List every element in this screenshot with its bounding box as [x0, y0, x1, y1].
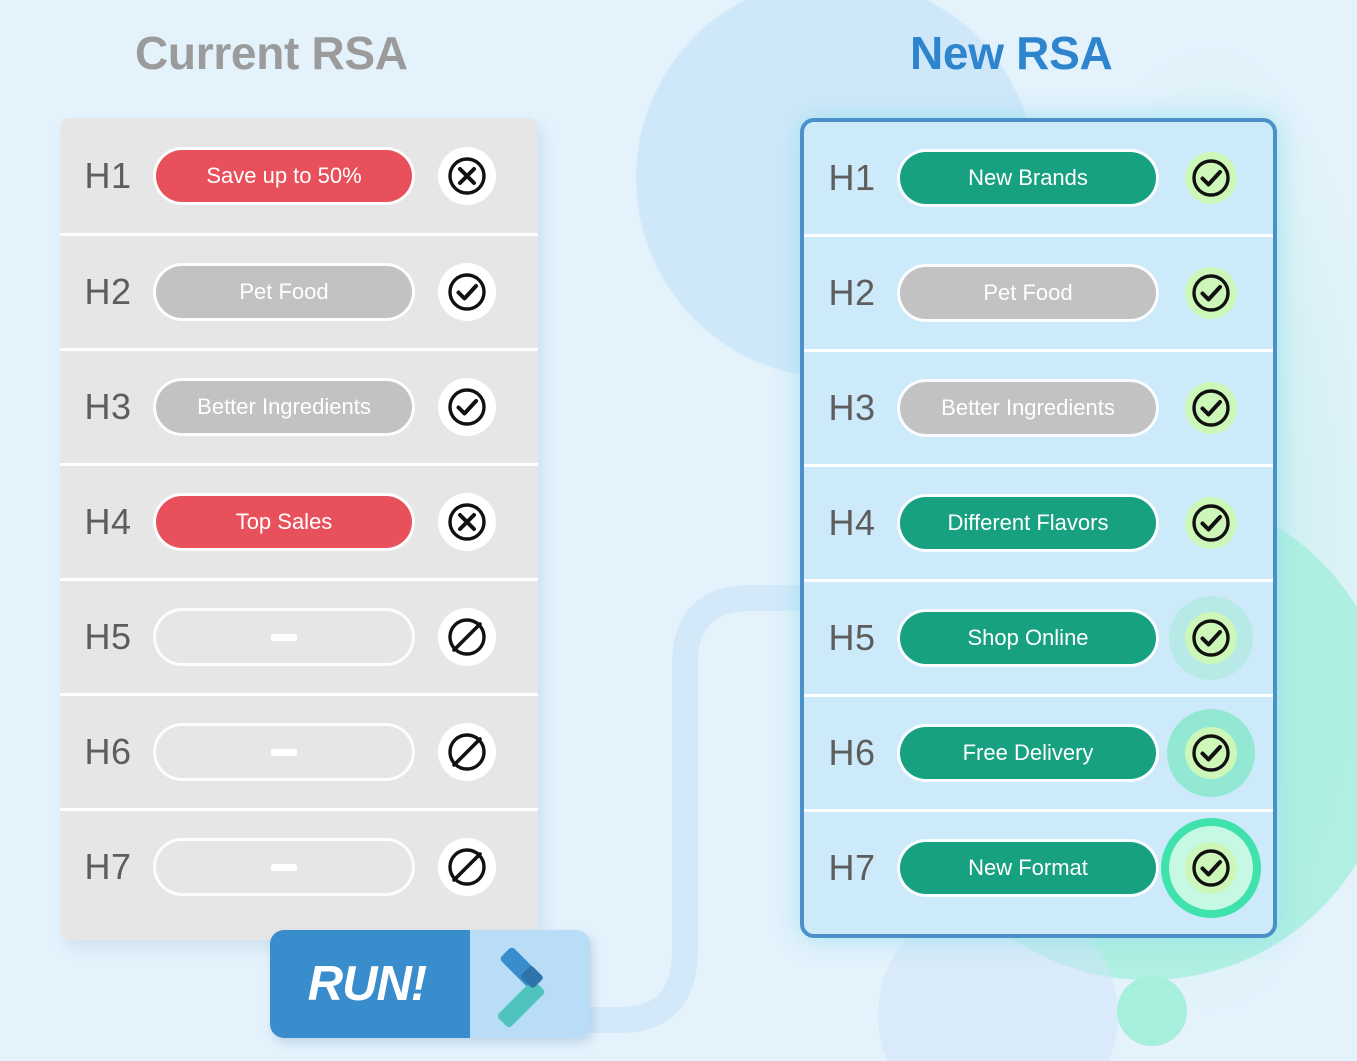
headline-pill[interactable]: — [156, 611, 412, 663]
status-indicator[interactable] [438, 493, 496, 551]
status-indicator[interactable] [1182, 609, 1240, 667]
headline-row: H2 Pet Food [60, 233, 538, 348]
status-indicator[interactable] [438, 608, 496, 666]
circle-check-icon [1192, 734, 1230, 772]
headline-row: H1 Save up to 50% [60, 118, 538, 233]
circle-check-icon [1192, 619, 1230, 657]
headline-position-label: H6 [84, 731, 132, 772]
headline-row: H3 Better Ingredients [60, 348, 538, 463]
headline-pill[interactable]: Better Ingredients [900, 382, 1156, 434]
headline-pill[interactable]: Free Delivery [900, 727, 1156, 779]
page-title-current: Current RSA [135, 27, 408, 79]
headline-row: H4 Different Flavors [804, 464, 1273, 579]
status-indicator-backdrop [438, 378, 496, 436]
status-indicator-backdrop [438, 263, 496, 321]
status-indicator[interactable] [1182, 494, 1240, 552]
headline-pill[interactable]: Pet Food [900, 267, 1156, 319]
circle-check-icon [448, 388, 486, 426]
circle-slash-icon [448, 848, 486, 886]
headline-position-label: H1 [828, 157, 876, 198]
decorative-circle-mint-small [1117, 976, 1187, 1046]
headline-position-label: H4 [84, 501, 132, 542]
circle-x-icon [448, 156, 486, 195]
headline-pill[interactable]: Top Sales [156, 496, 412, 548]
headline-pill[interactable]: New Format [900, 842, 1156, 894]
headline-position-label: H5 [828, 617, 876, 658]
circle-check-icon [1192, 849, 1230, 887]
headline-pill[interactable]: — [156, 726, 412, 778]
headline-row: H6 — [60, 693, 538, 808]
headline-row: H3 Better Ingredients [804, 349, 1273, 464]
status-indicator[interactable] [438, 263, 496, 321]
status-indicator[interactable] [1182, 379, 1240, 437]
run-button-label-area[interactable]: RUN! [270, 930, 470, 1038]
headline-position-label: H3 [828, 387, 876, 428]
headline-position-label: H3 [84, 386, 132, 427]
circle-check-icon [448, 273, 486, 311]
status-indicator[interactable] [438, 838, 496, 896]
headline-row: H7 — [60, 808, 538, 923]
circle-slash-icon [448, 733, 486, 771]
headline-pill[interactable]: Better Ingredients [156, 381, 412, 433]
status-indicator[interactable] [438, 378, 496, 436]
headline-pill[interactable]: New Brands [900, 152, 1156, 204]
status-indicator[interactable] [1182, 264, 1240, 322]
headline-row: H4 Top Sales [60, 463, 538, 578]
run-button[interactable]: RUN! [270, 930, 590, 1038]
headline-row: H1 New Brands [804, 122, 1273, 234]
headline-pill[interactable]: Shop Online [900, 612, 1156, 664]
headline-position-label: H1 [84, 154, 132, 196]
headline-row: H2 Pet Food [804, 234, 1273, 349]
circle-slash-icon [448, 618, 486, 656]
run-button-label: RUN! [307, 957, 427, 1011]
headline-pill[interactable]: Pet Food [156, 266, 412, 318]
headline-pill[interactable]: Different Flavors [900, 497, 1156, 549]
headline-pill[interactable]: Save up to 50% [156, 149, 412, 202]
status-indicator[interactable] [1182, 839, 1240, 897]
circle-check-icon [1192, 274, 1230, 312]
circle-check-icon [1192, 504, 1230, 542]
circle-check-icon [1192, 389, 1230, 427]
headline-pill[interactable]: — [156, 841, 412, 893]
headline-row: H7 New Format [804, 809, 1273, 924]
headline-position-label: H4 [828, 502, 876, 543]
headline-row: H6 Free Delivery [804, 694, 1273, 809]
chevron-right-logo-icon [497, 947, 545, 1028]
headline-position-label: H5 [84, 616, 132, 657]
headline-position-label: H2 [828, 272, 876, 313]
status-indicator[interactable] [438, 723, 496, 781]
headline-position-label: H7 [84, 846, 132, 887]
headline-position-label: H2 [84, 271, 132, 312]
status-indicator[interactable] [438, 146, 496, 205]
status-indicator[interactable] [1182, 149, 1240, 207]
headline-position-label: H7 [828, 847, 876, 888]
circle-x-icon [448, 503, 486, 541]
run-button-icon-area[interactable] [470, 930, 590, 1038]
circle-check-icon [1192, 159, 1230, 197]
page-title-new: New RSA [910, 27, 1113, 79]
status-indicator[interactable] [1182, 724, 1240, 782]
headline-row: H5 — [60, 578, 538, 693]
headline-row: H5 Shop Online [804, 579, 1273, 694]
headline-position-label: H6 [828, 732, 876, 773]
